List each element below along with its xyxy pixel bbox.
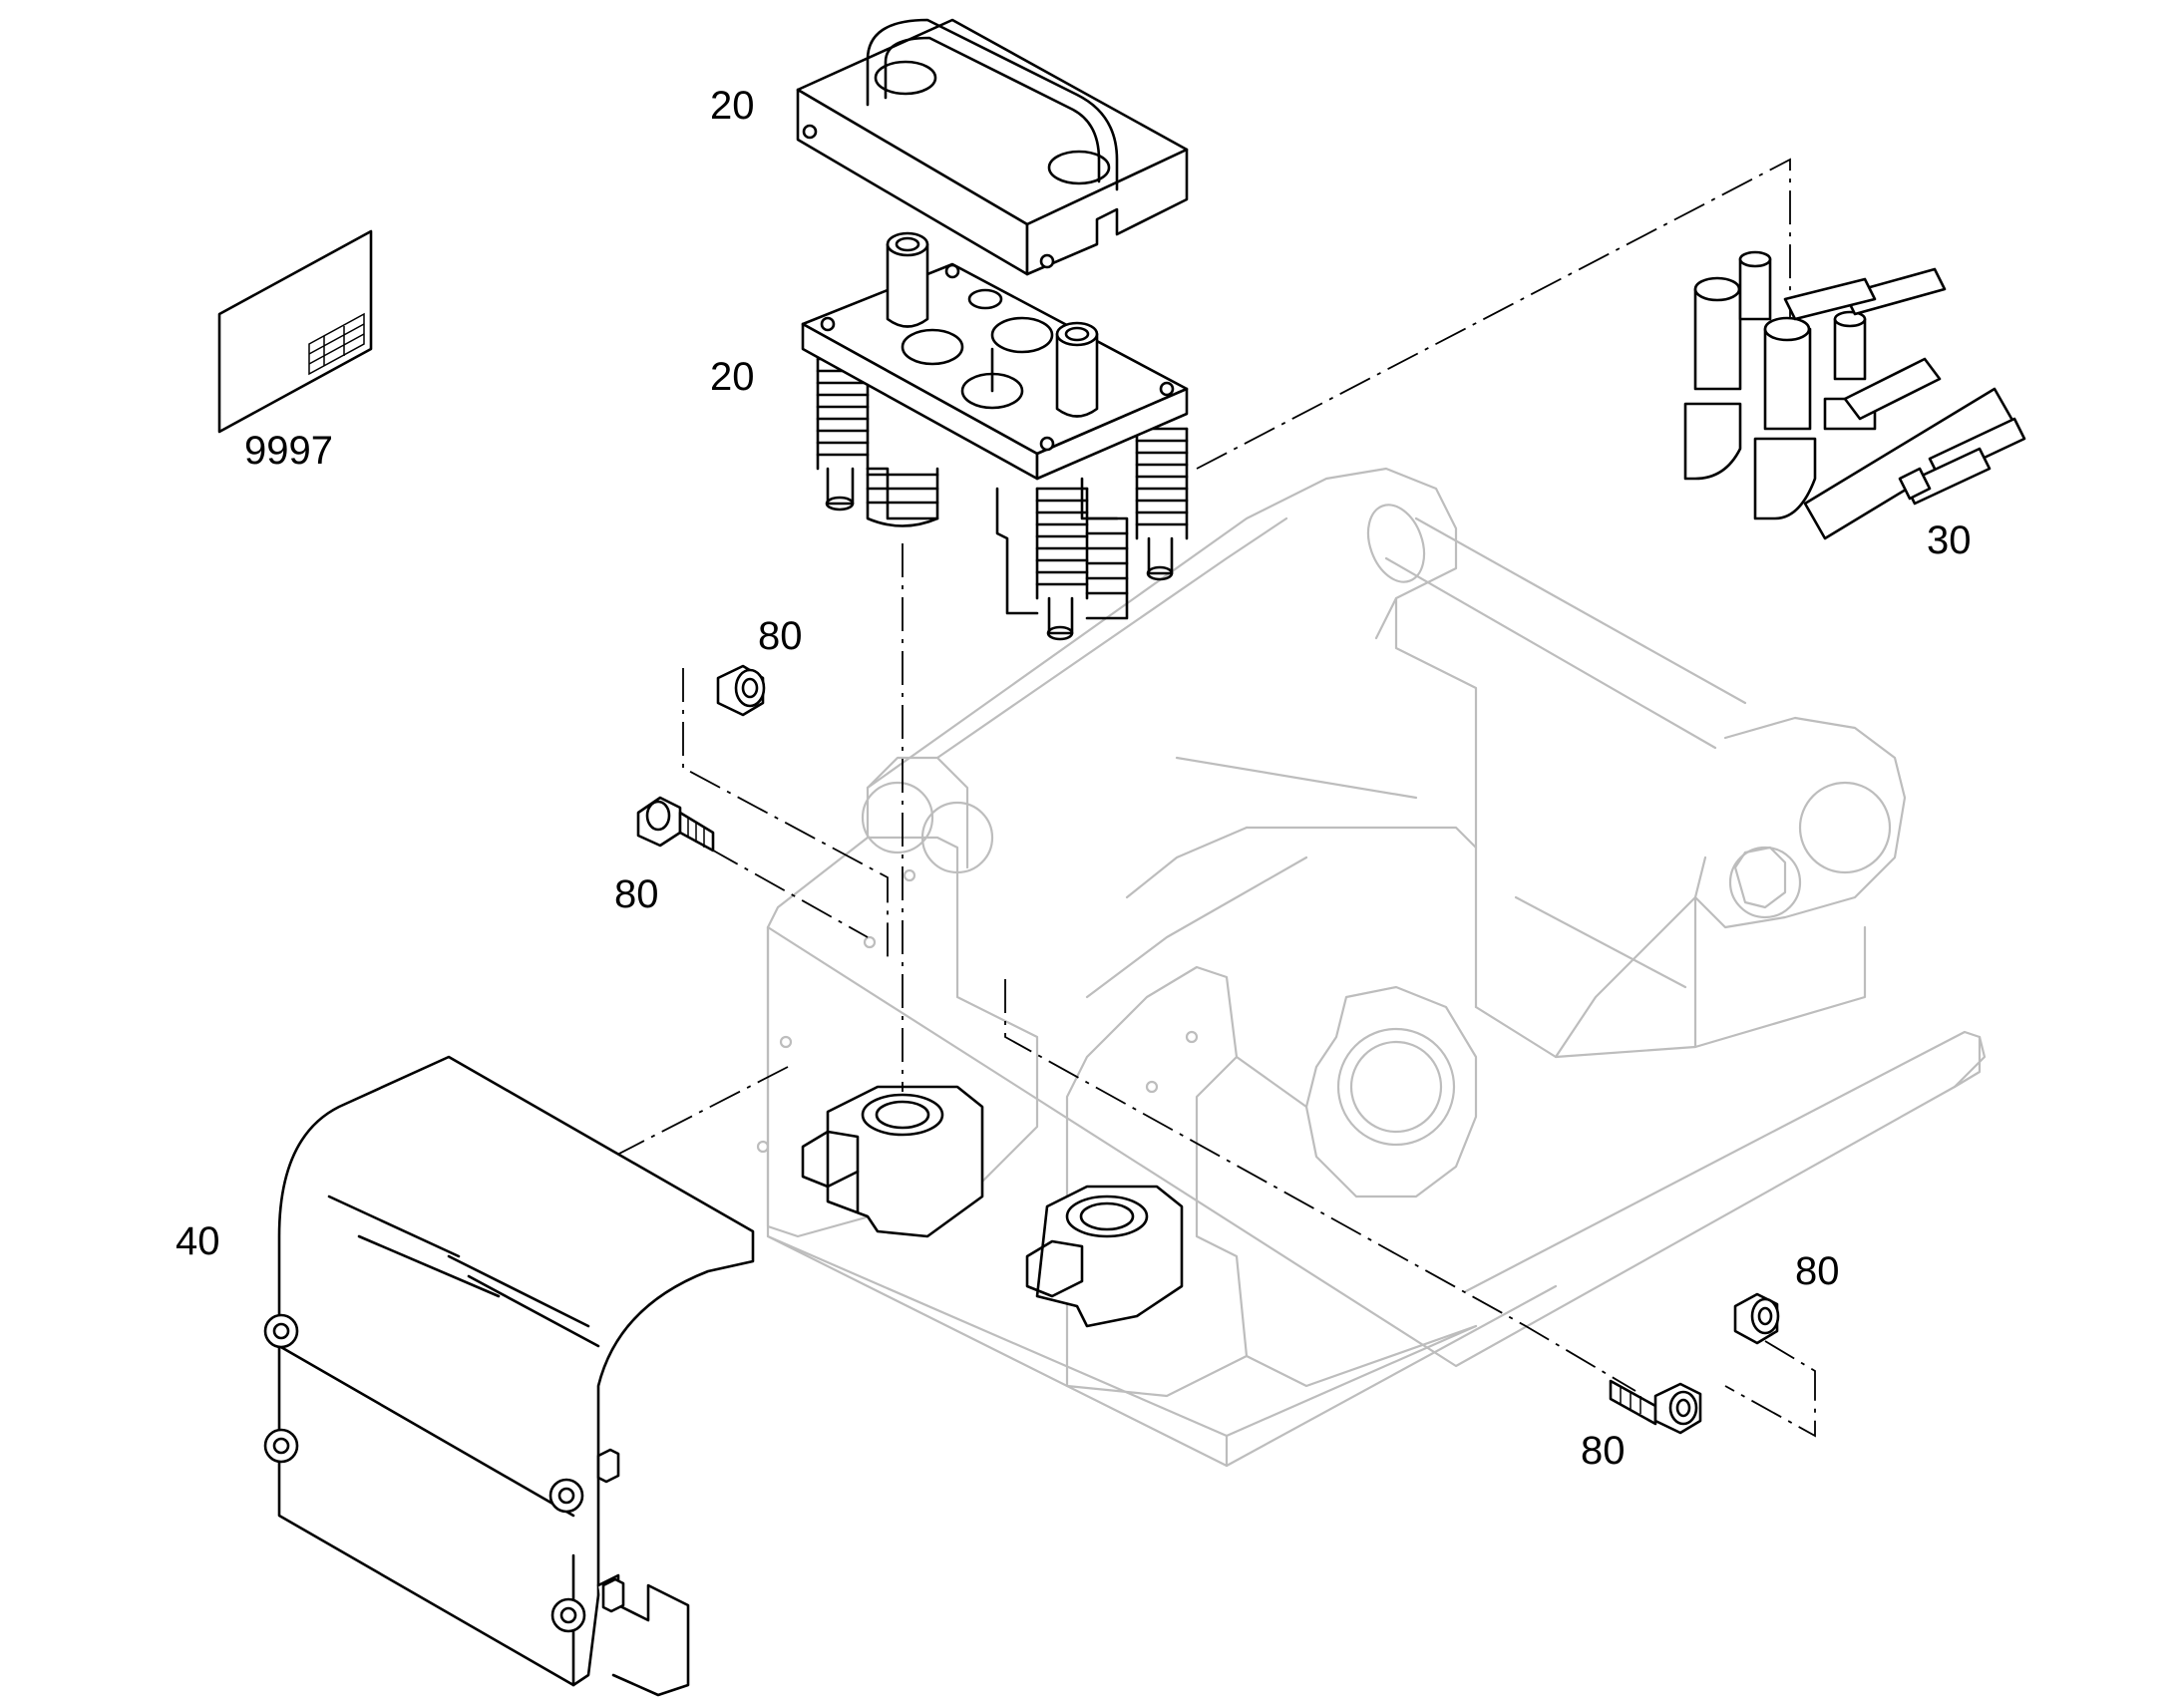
bolt-part-lower — [1609, 1379, 1702, 1435]
bolt-part-upper — [636, 796, 715, 853]
hose-assembly-part — [1683, 250, 2026, 540]
sleeve-part-lower — [1733, 1292, 1780, 1345]
coupler-frame-ghost — [756, 467, 1987, 1468]
guard-plate-part — [263, 1055, 755, 1697]
cover-plate-part — [796, 18, 1189, 276]
callout-20-cover: 20 — [710, 84, 755, 128]
callout-80-sleeve-upper: 80 — [758, 614, 803, 658]
callout-30: 30 — [1927, 518, 1972, 562]
leader-lines — [612, 158, 1816, 1438]
callout-80-sleeve-lower: 80 — [1795, 1249, 1840, 1293]
callout-9997: 9997 — [244, 429, 333, 473]
callout-20-coupling: 20 — [710, 355, 755, 399]
coupling-plate-part — [801, 231, 1189, 641]
sleeve-part-upper — [716, 664, 766, 717]
callout-80-bolt-lower: 80 — [1581, 1429, 1626, 1473]
callout-40: 40 — [176, 1219, 220, 1263]
label-sheet-part — [217, 229, 373, 434]
callout-80-bolt-upper: 80 — [614, 872, 659, 916]
frame-hydraulic-blocks — [801, 1085, 1184, 1328]
